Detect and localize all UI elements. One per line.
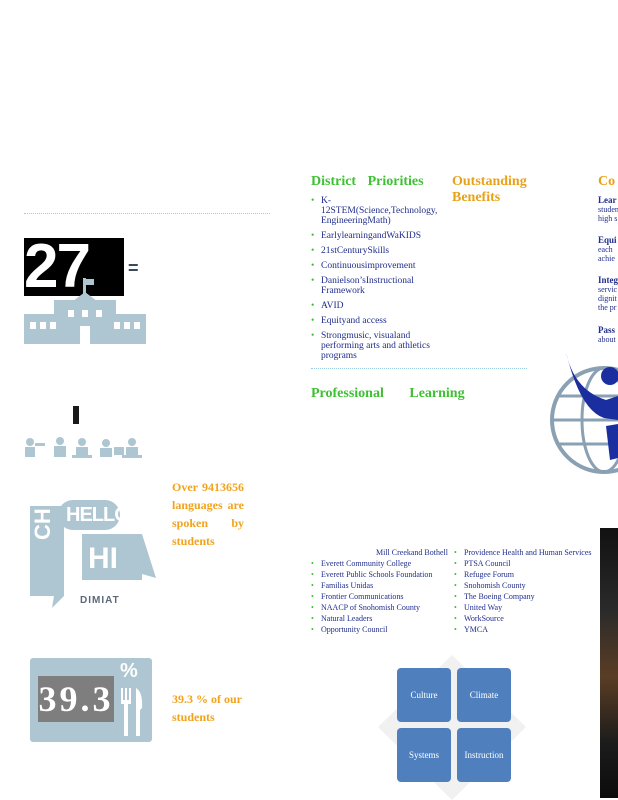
meals-stat-text: 39.3 % of our students <box>172 692 242 724</box>
district-priorities-title: District Priorities <box>311 174 424 189</box>
outstanding-benefits-title: Outstanding Benefits <box>452 174 527 205</box>
fork-knife-icon <box>121 688 143 736</box>
list-item: YMCA <box>454 624 600 635</box>
list-item: United Way <box>454 602 600 613</box>
list-item: AVID <box>311 301 447 311</box>
list-item: Refugee Forum <box>454 569 600 580</box>
list-item: Everett Public Schools Foundation <box>311 569 451 580</box>
greeting-bottom-text: DIMIAT <box>80 595 120 606</box>
list-item: 21stCenturySkills <box>311 246 447 256</box>
professional-learning-title: Professional Learning <box>311 386 465 401</box>
meals-percent-sign: % <box>120 660 138 682</box>
greeting-hello-text: HELLO <box>66 504 130 526</box>
cut-item: Pass about <box>598 326 616 344</box>
greeting-hi-text: HI <box>88 542 118 575</box>
list-item: Snohomish County <box>454 580 600 591</box>
list-item: Continuousimprovement <box>311 261 447 271</box>
list-item: Providence Health and Human Services <box>454 547 600 558</box>
cut-item: Integ servic dignit the pr <box>598 276 618 312</box>
list-item: NAACP of Snohomish County <box>311 602 451 613</box>
schools-number: 27 <box>24 238 124 296</box>
list-item: The Boeing Company <box>454 591 600 602</box>
cut-item: Equi each achie <box>598 236 617 263</box>
list-item: Everett Community College <box>311 558 451 569</box>
partners-list-col1: Everett Community College Everett Public… <box>311 558 451 635</box>
students-group-icon <box>25 437 142 458</box>
greeting-vertical-text: CH <box>30 508 55 540</box>
photo-strip-edge <box>600 528 618 798</box>
list-item: Equityand access <box>311 316 447 326</box>
languages-stat-text: Over 9413656 languages are spoken by stu… <box>172 480 244 548</box>
quadrant-systems: Systems <box>397 728 451 782</box>
meals-value: 39.3 <box>38 676 114 722</box>
list-item: Natural Leaders <box>311 613 451 624</box>
community-section-title: Co <box>598 174 616 189</box>
people-stat-partial-icon <box>73 406 79 424</box>
cut-item: Lear studen high s <box>598 196 618 223</box>
partners-heading-partial: Mill Creekand Bothell <box>376 548 448 557</box>
quadrant-climate: Climate <box>457 668 511 722</box>
list-item: Familias Unidas <box>311 580 451 591</box>
speech-bubble-icon <box>30 500 156 608</box>
divider-left <box>24 213 270 214</box>
list-item: Strongmusic, visualand performing arts a… <box>311 331 447 361</box>
list-item: K-12STEM(Science,Technology, Engineering… <box>311 196 447 226</box>
globe-person-logo <box>550 352 618 474</box>
list-item: Opportunity Council <box>311 624 451 635</box>
partners-list-col2: Providence Health and Human Services PTS… <box>454 547 600 635</box>
list-item: Frontier Communications <box>311 591 451 602</box>
schools-number-tail-icon: = <box>128 258 139 278</box>
list-item: WorkSource <box>454 613 600 624</box>
quadrant-culture: Culture <box>397 668 451 722</box>
list-item: EarlylearningandWaKIDS <box>311 231 447 241</box>
meals-stat-graphic: 39.3 % <box>30 658 152 742</box>
school-building-icon <box>24 278 146 344</box>
district-priorities-list: K-12STEM(Science,Technology, Engineering… <box>311 196 447 366</box>
divider-middle <box>311 368 527 369</box>
list-item: Danielson’sInstructional Framework <box>311 276 447 296</box>
quadrant-instruction: Instruction <box>457 728 511 782</box>
list-item: PTSA Council <box>454 558 600 569</box>
